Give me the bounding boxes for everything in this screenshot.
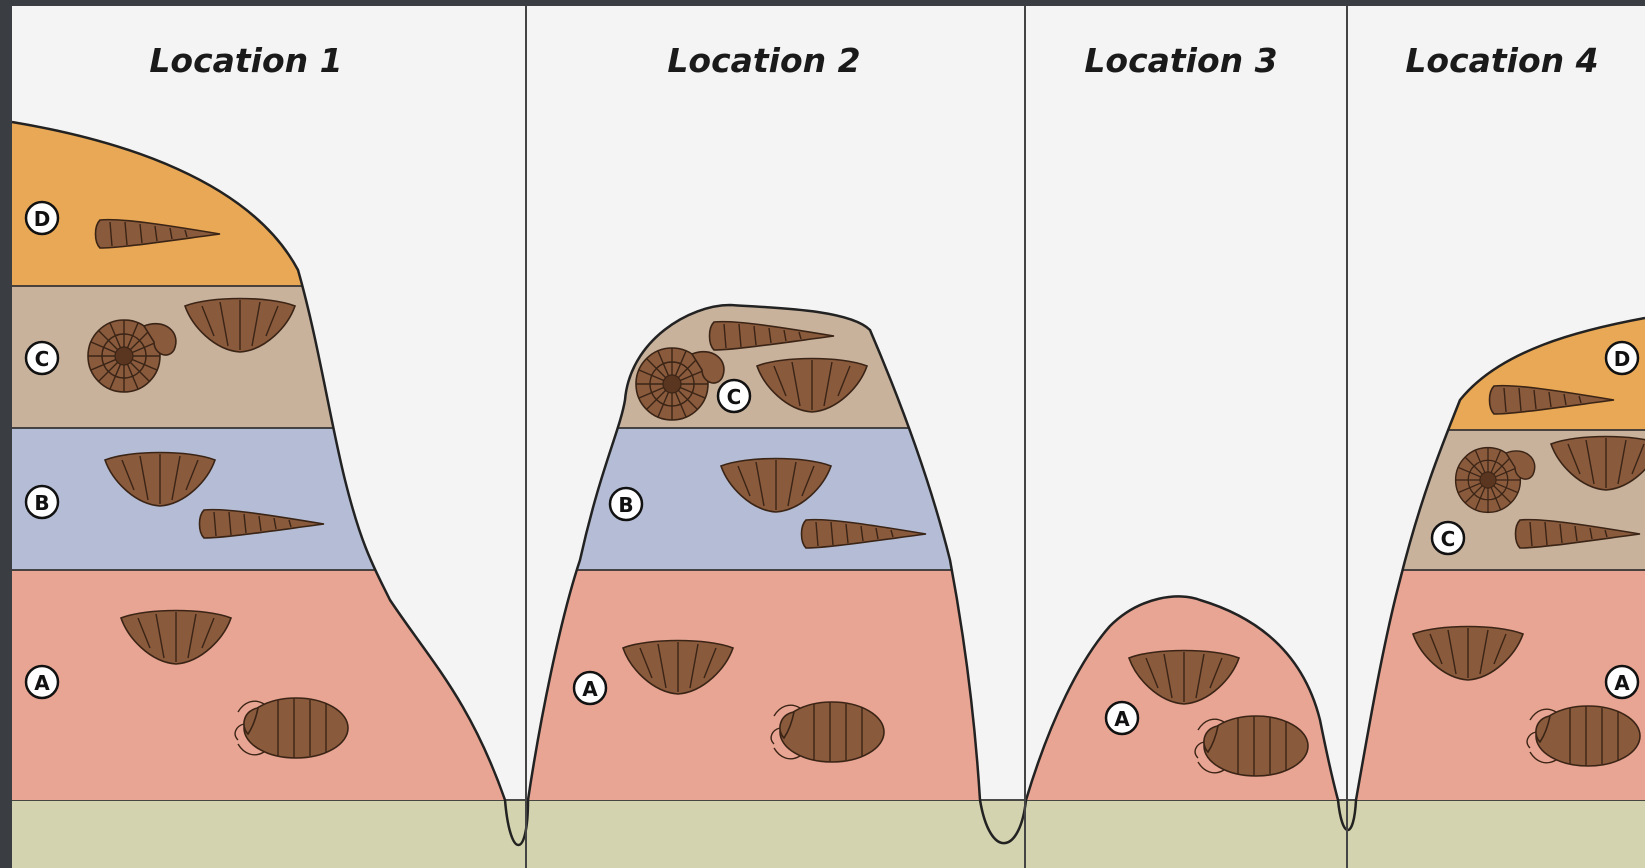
svg-text:A: A	[1114, 707, 1130, 731]
layer-badge-a: A	[26, 666, 58, 698]
location-2-title: Location 2	[667, 41, 860, 80]
svg-text:A: A	[34, 671, 50, 695]
svg-text:D: D	[1614, 347, 1631, 371]
svg-text:B: B	[618, 493, 633, 517]
layer-badge-a: A	[1606, 666, 1638, 698]
svg-text:C: C	[727, 385, 742, 409]
location-4-title: Location 4	[1405, 41, 1598, 80]
layer-badge-b: B	[26, 486, 58, 518]
svg-text:B: B	[34, 491, 49, 515]
layer-badge-c: C	[1432, 522, 1464, 554]
layer-badge-b: B	[610, 488, 642, 520]
svg-text:C: C	[35, 347, 50, 371]
location-3-title: Location 3	[1084, 41, 1277, 80]
bedrock-band	[12, 800, 1645, 868]
layer-badge-d: D	[26, 202, 58, 234]
svg-text:C: C	[1441, 527, 1456, 551]
layer-badge-d: D	[1606, 342, 1638, 374]
svg-text:D: D	[34, 207, 51, 231]
layer-badge-c: C	[718, 380, 750, 412]
svg-text:A: A	[582, 677, 598, 701]
layer-badge-a: A	[574, 672, 606, 704]
layer-badge-c: C	[26, 342, 58, 374]
layer-badge-a: A	[1106, 702, 1138, 734]
location-1-title: Location 1	[149, 41, 342, 80]
svg-text:A: A	[1614, 671, 1630, 695]
